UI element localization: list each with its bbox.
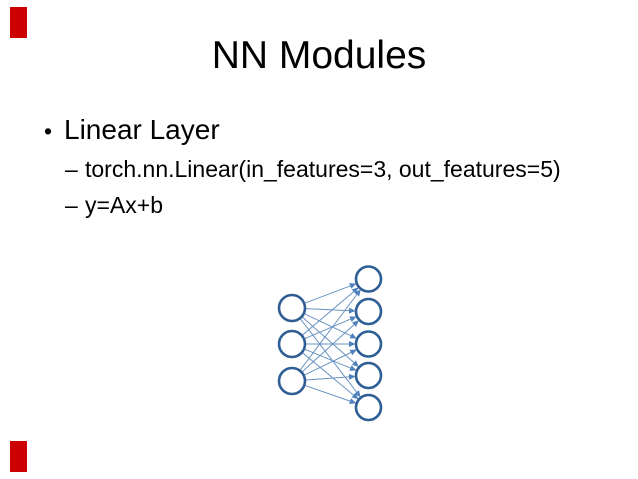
edge-arrowhead <box>351 360 359 367</box>
edge-arrowhead <box>349 398 357 404</box>
output-node <box>354 361 383 390</box>
dash-marker: – <box>65 156 78 182</box>
edge-line <box>300 318 359 394</box>
edge-arrowhead <box>354 289 361 297</box>
dash-marker: – <box>65 192 78 218</box>
edge-line <box>302 352 356 397</box>
edge-arrowhead <box>348 373 356 380</box>
edge-arrowhead <box>348 307 356 314</box>
edge-arrowhead <box>349 316 357 322</box>
red-accent-bar-bottom <box>10 441 27 472</box>
edge-arrowhead <box>349 341 356 347</box>
slide-title: NN Modules <box>211 34 427 77</box>
edge-arrowhead <box>351 392 359 400</box>
edge-line <box>299 292 359 371</box>
edge-line <box>304 348 353 370</box>
input-node <box>277 366 307 396</box>
input-node <box>277 293 307 323</box>
output-node <box>354 297 383 326</box>
edge-line <box>304 284 353 304</box>
edge-line <box>305 308 352 312</box>
edge-line <box>305 385 353 403</box>
subbullet-torch-nn-linear-label: torch.nn.Linear(in_features=3, out_featu… <box>85 156 561 182</box>
edge-arrowhead <box>349 349 357 356</box>
subbullet-y-ax-b: – y=Ax+b <box>65 191 163 220</box>
input-node <box>277 329 307 359</box>
red-accent-bar-top <box>10 7 27 38</box>
edge-line <box>304 317 353 339</box>
edge-line <box>302 316 356 365</box>
bullet-linear-layer: • Linear Layer <box>44 113 220 148</box>
edge-arrowhead <box>354 390 361 398</box>
edge-line <box>302 322 356 372</box>
output-node <box>354 330 383 358</box>
edge-arrowhead <box>351 287 359 294</box>
edge-arrowhead <box>349 365 357 371</box>
edge-line <box>305 376 352 381</box>
subbullet-torch-nn-linear: – torch.nn.Linear(in_features=3, out_fea… <box>65 155 561 184</box>
output-node <box>354 265 383 293</box>
edge-line <box>304 351 353 376</box>
bullet-linear-layer-label: Linear Layer <box>64 114 220 145</box>
edge-arrowhead <box>352 320 359 327</box>
edge-arrowhead <box>349 283 357 289</box>
output-node <box>354 393 383 422</box>
bullet-dot-marker: • <box>44 118 53 144</box>
edge-arrowhead <box>349 332 357 339</box>
edge-line <box>302 289 356 336</box>
subbullet-y-ax-b-label: y=Ax+b <box>85 192 163 218</box>
